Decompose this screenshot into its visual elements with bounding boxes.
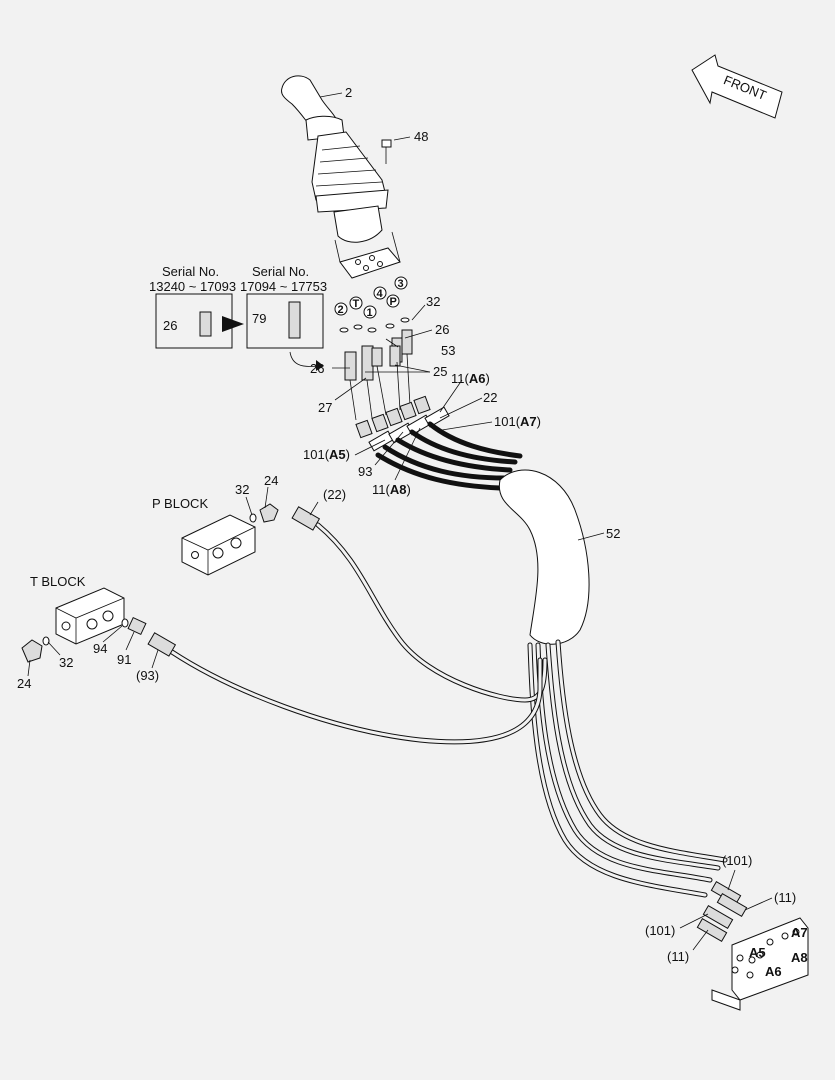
callout-91: 91	[117, 652, 131, 667]
callout-25: 25	[433, 364, 447, 379]
callout-24b: 24	[17, 676, 31, 691]
callout-27: 27	[318, 400, 332, 415]
serial-box-1-range: 13240 ~ 17093	[149, 279, 236, 294]
hose-bundle-upper	[375, 421, 523, 491]
protective-sleeve	[498, 469, 590, 645]
callout-a7: A7	[791, 925, 808, 940]
p-block-fittings	[249, 503, 279, 523]
port-3: 3	[398, 278, 404, 290]
bolt-48	[381, 136, 411, 164]
callout-32c: 32	[59, 655, 73, 670]
t-hose	[147, 632, 543, 745]
serial-box-1-title: Serial No.	[162, 264, 219, 279]
t-block: T BLOCK	[30, 574, 125, 645]
p-block-label: P BLOCK	[152, 496, 208, 511]
t-block-fittings	[21, 616, 147, 663]
callout-22p: (22)	[323, 487, 346, 502]
port-t: T	[353, 298, 360, 310]
callout-52: 52	[606, 526, 620, 541]
hose-bracket	[696, 880, 809, 1011]
callout-11-a8: 11(A8)	[372, 482, 411, 497]
callout-a6: A6	[765, 964, 782, 979]
callout-11p-b: (11)	[667, 949, 689, 964]
serial-box-1-part: 26	[163, 318, 177, 333]
callout-a8: A8	[791, 950, 808, 965]
callout-101p-b: (101)	[645, 923, 675, 938]
port-1: 1	[367, 307, 373, 319]
callout-a5: A5	[749, 945, 766, 960]
p-hose	[291, 506, 548, 703]
callout-11p-a: (11)	[774, 890, 796, 905]
hose-bundle-lower	[527, 639, 728, 898]
callout-101p-a: (101)	[722, 853, 752, 868]
callout-2: 2	[345, 85, 352, 100]
serial-box-arrow	[222, 316, 244, 332]
joystick-handle	[281, 75, 345, 141]
callout-101-a5: 101(A5)	[303, 447, 350, 462]
callout-101-a7: 101(A7)	[494, 414, 541, 429]
joystick-boot	[311, 131, 389, 243]
t-block-label: T BLOCK	[30, 574, 86, 589]
p-block: P BLOCK	[152, 496, 256, 576]
port-4: 4	[377, 288, 384, 300]
callout-11-a6: 11(A6)	[451, 371, 490, 386]
serial-box-1: Serial No. 13240 ~ 17093 26	[149, 264, 236, 349]
serial-box-2-title: Serial No.	[252, 264, 309, 279]
callout-24a: 24	[264, 473, 278, 488]
serial-box-2: Serial No. 17094 ~ 17753 79	[240, 264, 327, 349]
leader-lines	[27, 92, 773, 951]
callout-32b: 32	[235, 482, 249, 497]
serial-box-2-range: 17094 ~ 17753	[240, 279, 327, 294]
callout-32a: 32	[426, 294, 440, 309]
port-2: 2	[338, 304, 344, 316]
callout-26b: 26	[310, 361, 324, 376]
callout-26a: 26	[435, 322, 449, 337]
front-arrow: FRONT	[691, 54, 783, 119]
callout-48: 48	[414, 129, 428, 144]
valve-plate	[334, 231, 401, 279]
callout-94: 94	[93, 641, 107, 656]
callout-93: 93	[358, 464, 372, 479]
callout-93p: (93)	[136, 668, 159, 683]
callout-labels: 2 48 32 26 53 26 25 27 11(A6) 22 101(A7)…	[17, 85, 808, 979]
callout-53: 53	[441, 343, 455, 358]
callout-22: 22	[483, 390, 497, 405]
port-p: P	[390, 296, 397, 308]
fittings-group	[339, 317, 413, 421]
serial-box-2-part: 79	[252, 311, 266, 326]
port-markers: 2 T 1 4 P 3	[334, 276, 408, 319]
